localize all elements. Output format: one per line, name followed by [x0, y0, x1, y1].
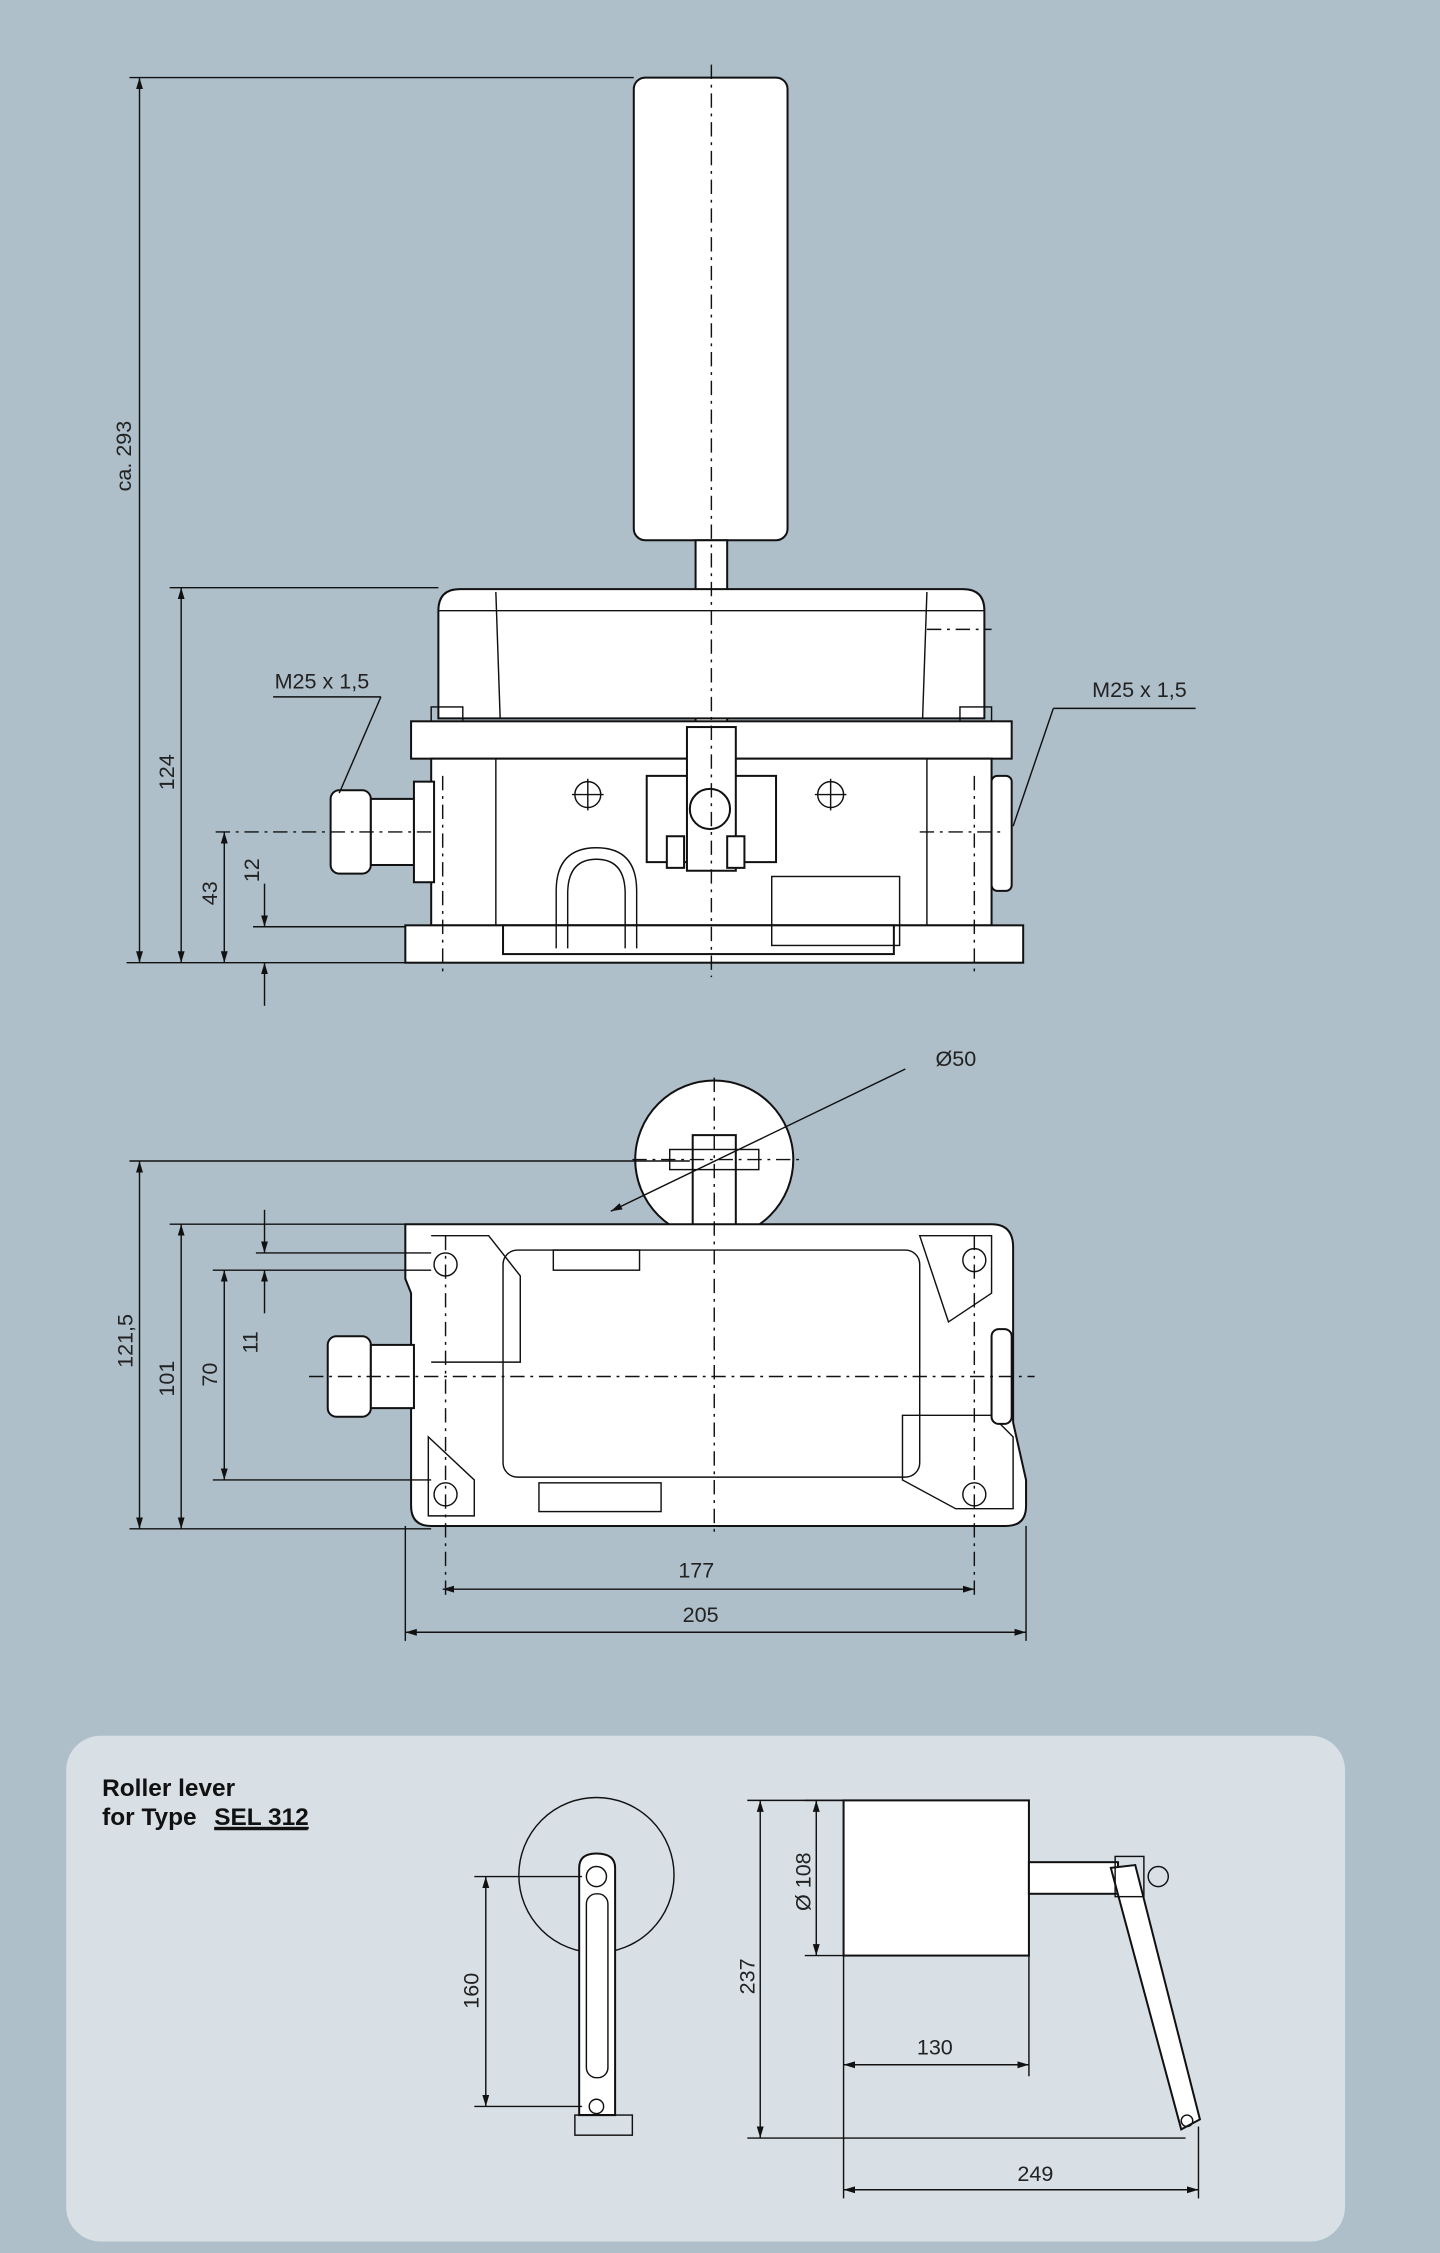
dim-roller-diameter-side: Ø 108 — [791, 1852, 816, 1911]
dim-hole-offset: 11 — [237, 1331, 262, 1353]
dim-total-height: ca. 293 — [111, 421, 136, 492]
dim-total-depth: 121,5 — [112, 1314, 137, 1368]
label-gland-left: M25 x 1,5 — [275, 668, 370, 693]
dim-hole-spacing-width: 177 — [678, 1558, 714, 1583]
dim-housing-height: 124 — [154, 754, 179, 790]
dim-housing-depth: 101 — [154, 1361, 179, 1397]
top-view: Ø50 121,5 101 70 11 177 205 — [112, 1046, 1035, 1641]
type-link[interactable]: SEL 312 — [214, 1804, 309, 1831]
dim-gland-axis-height: 43 — [197, 881, 222, 905]
dim-lever-length: 160 — [459, 1973, 484, 2009]
dim-roller-diameter: Ø50 — [936, 1046, 977, 1071]
dim-total-width-lever: 249 — [1017, 2161, 1053, 2186]
dim-roller-width: 130 — [917, 2035, 953, 2060]
roller-lever-panel: Roller lever for Type SEL 312 160 Ø 108 … — [66, 1735, 1346, 2242]
panel-subtitle: for Type — [102, 1804, 196, 1831]
label-gland-right: M25 x 1,5 — [1092, 677, 1187, 702]
panel-title: Roller lever — [102, 1775, 235, 1802]
housing-top — [404, 1223, 1028, 1527]
dim-total-height-lever: 237 — [734, 1958, 759, 1994]
front-view: ca. 293 124 43 12 M25 x 1,5 M25 x 1,5 — [111, 64, 1196, 1006]
dim-hole-spacing-depth: 70 — [197, 1363, 222, 1387]
dim-base-height: 12 — [239, 858, 264, 882]
dim-total-width: 205 — [683, 1602, 719, 1627]
